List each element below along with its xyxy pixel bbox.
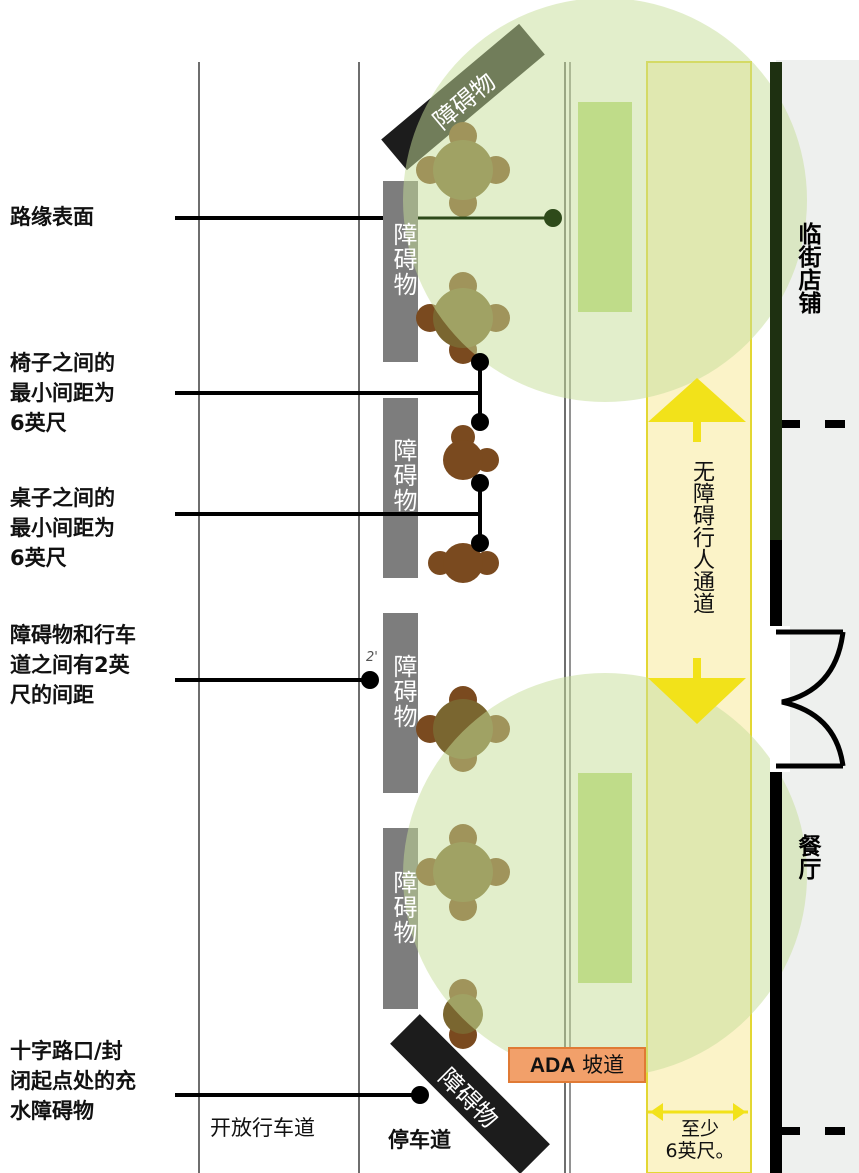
callout-dots (361, 353, 489, 1104)
label-table-spacing-line-3: 6英尺 (10, 546, 67, 570)
min-width-label: 至少 6英尺。 (660, 1118, 740, 1162)
label-chair-spacing-line-2: 最小间距为 (10, 381, 115, 405)
obstacle-label-3: 障碍物 (389, 654, 417, 729)
label-intersection-line-3: 水障碍物 (10, 1099, 94, 1123)
door-swing (781, 631, 846, 767)
table-group-4 (428, 543, 499, 583)
ada-ramp-prefix: ADA (529, 1054, 576, 1077)
service-zone-top (403, 0, 807, 402)
gap-marker: 2' (366, 650, 378, 665)
arrow-up (648, 378, 746, 422)
table-group-3 (443, 425, 499, 480)
curb-dot (544, 209, 562, 227)
door-opening (770, 626, 790, 772)
storefront-label: 临街店铺 (794, 222, 820, 314)
label-obstacle-gap: 障碍物和行车 道之间有2英 尺的间距 (10, 620, 136, 710)
label-table-spacing-line-2: 最小间距为 (10, 516, 115, 540)
callout-leaders (175, 216, 482, 1097)
label-chair-spacing: 椅子之间的 最小间距为 6英尺 (10, 348, 115, 438)
open-lane-label: 开放行车道 (210, 1116, 315, 1140)
label-curb-surface: 路缘表面 (10, 205, 94, 229)
barricade-bottom (390, 1014, 550, 1173)
obstacle-bar-2 (383, 398, 418, 578)
label-table-spacing-line-1: 桌子之间的 (10, 486, 115, 510)
label-intersection: 十字路口/封 闭起点处的充 水障碍物 (10, 1036, 136, 1126)
pedestrian-path-label: 无障碍行人通道 (689, 460, 714, 614)
min-width-line-2: 6英尺。 (665, 1140, 735, 1162)
obstacle-label-2: 障碍物 (389, 438, 417, 513)
label-chair-spacing-line-1: 椅子之间的 (10, 351, 115, 375)
label-obstacle-gap-line-2: 道之间有2英 (10, 653, 130, 677)
width-arrow-right (733, 1103, 746, 1121)
obstacle-label-4: 障碍物 (389, 870, 417, 945)
arrow-down (648, 678, 746, 724)
obstacle-label-1: 障碍物 (389, 222, 417, 297)
restaurant-label: 餐厅 (794, 834, 820, 880)
label-table-spacing: 桌子之间的 最小间距为 6英尺 (10, 483, 115, 573)
label-obstacle-gap-line-3: 尺的间距 (10, 683, 94, 707)
label-intersection-line-2: 闭起点处的充 (10, 1069, 136, 1093)
parking-lane-label: 停车道 (388, 1128, 451, 1152)
ada-ramp-suffix: 坡道 (582, 1053, 625, 1077)
min-width-line-1: 至少 (680, 1118, 719, 1140)
service-zone-bottom (403, 673, 807, 1077)
label-obstacle-gap-line-1: 障碍物和行车 (10, 623, 136, 647)
label-chair-spacing-line-3: 6英尺 (10, 411, 67, 435)
ada-ramp-label: ADA 坡道 (508, 1047, 646, 1083)
label-intersection-line-1: 十字路口/封 (10, 1039, 123, 1063)
width-arrow-left (650, 1103, 663, 1121)
obstacle-bar-3 (383, 613, 418, 793)
